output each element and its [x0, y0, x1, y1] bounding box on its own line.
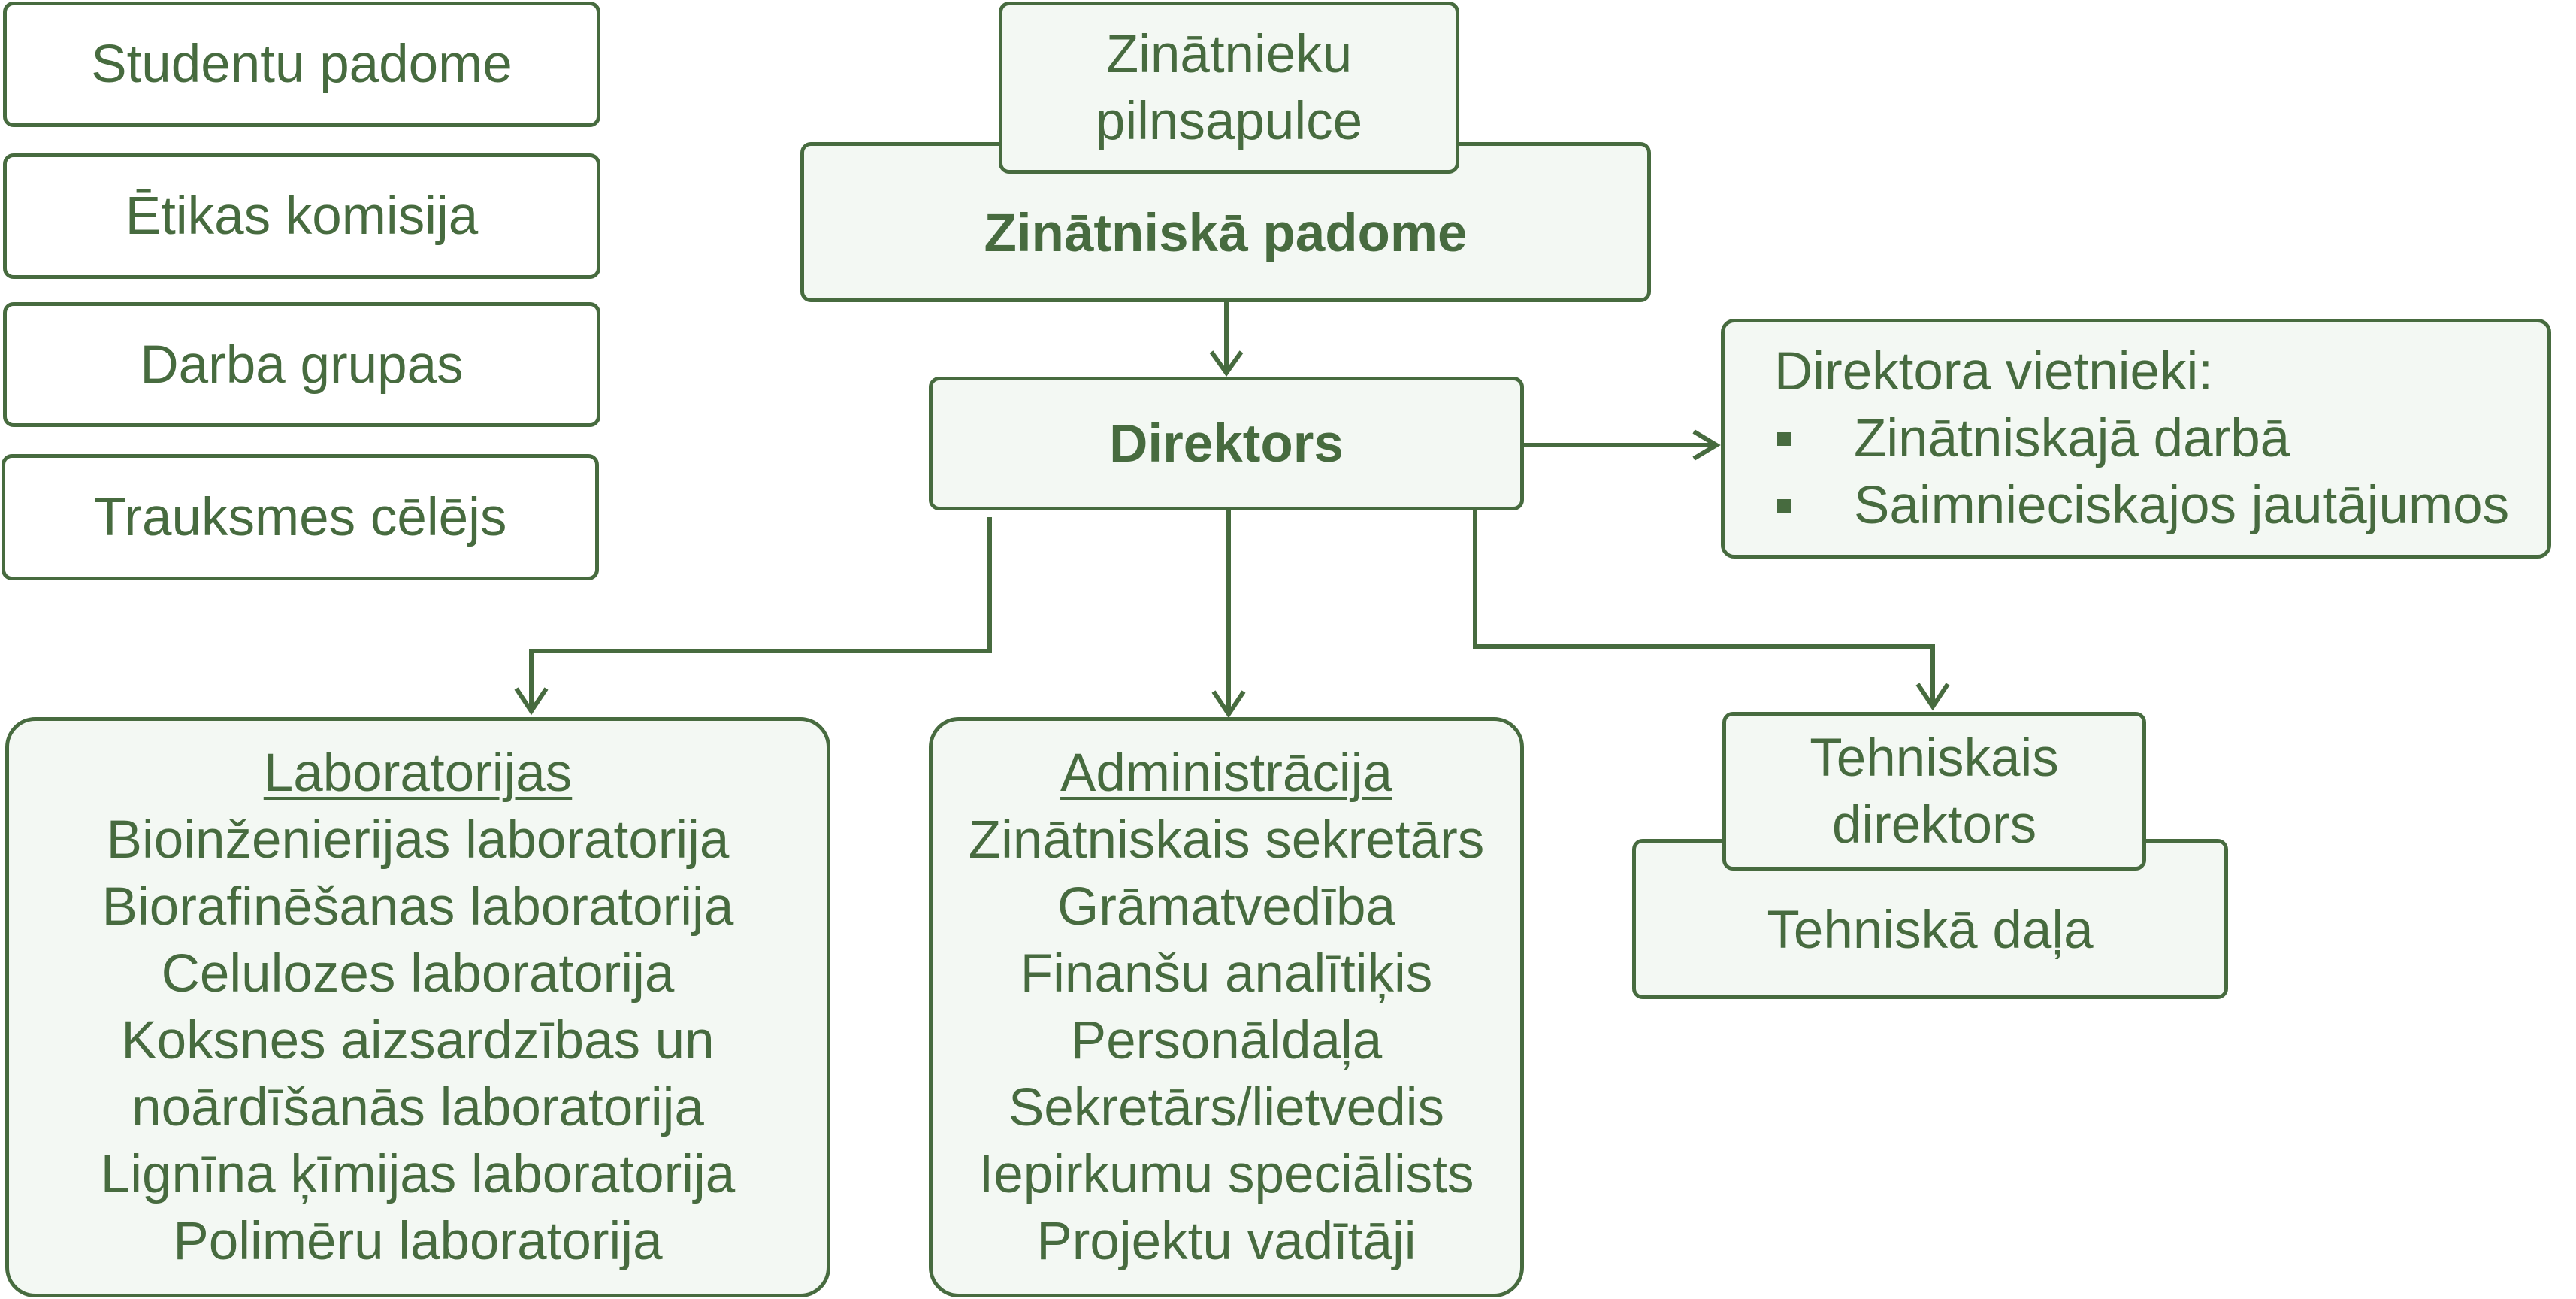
technical-director-line-1: Tehniskais	[1810, 728, 2059, 788]
scientific-council-label: Zinātniskā padome	[984, 204, 1468, 263]
director-label: Direktors	[1109, 413, 1344, 474]
laboratories-title: Laboratorijas	[263, 743, 573, 803]
laboratory-item: Koksnes aizsardzības un	[121, 1011, 715, 1070]
laboratory-item: Polimēru laboratorija	[173, 1212, 663, 1271]
assembly-line-1: Zinātnieku	[1105, 24, 1353, 84]
administration-item: Zinātniskais sekretārs	[968, 810, 1485, 870]
administration-title: Administrācija	[1060, 743, 1392, 803]
laboratory-item: Biorafinēšanas laboratorija	[101, 877, 734, 937]
side-box-label: Darba grupas	[140, 335, 464, 395]
assembly-line-2: pilnsapulce	[1095, 91, 1363, 151]
technical-department-label: Tehniskā daļa	[1767, 901, 2094, 960]
arrow-director-technical	[1473, 510, 1935, 707]
side-box-whistleblower[interactable]: Trauksmes cēlējs	[2, 454, 599, 580]
administration-box[interactable]: Administrācija Zinātniskais sekretārs Gr…	[929, 717, 1524, 1297]
deputy-item: Saimnieciskajos jautājumos	[1774, 472, 2509, 539]
scientists-assembly-box[interactable]: Zinātnieku pilnsapulce	[999, 2, 1459, 174]
administration-item: Grāmatvedība	[1057, 877, 1395, 937]
deputies-title: Direktora vietnieki:	[1774, 342, 2213, 401]
bullet-square-icon	[1777, 498, 1791, 513]
side-box-label: Studentu padome	[91, 35, 512, 94]
laboratories-box[interactable]: Laboratorijas Bioinženierijas laboratori…	[5, 717, 830, 1297]
side-box-work-groups[interactable]: Darba grupas	[3, 302, 600, 427]
laboratory-item: noārdīšanās laboratorija	[132, 1078, 704, 1137]
administration-item: Iepirkumu speciālists	[978, 1145, 1474, 1204]
laboratory-item: Lignīna ķīmijas laboratorija	[100, 1145, 736, 1204]
administration-item: Personāldaļa	[1070, 1011, 1383, 1070]
laboratory-item: Bioinženierijas laboratorija	[106, 810, 730, 870]
deputy-item: Zinātniskajā darbā	[1774, 405, 2290, 472]
director-box[interactable]: Direktors	[929, 377, 1524, 510]
side-box-label: Ētikas komisija	[125, 186, 479, 246]
laboratory-item: Celulozes laboratorija	[161, 944, 675, 1004]
technical-director-box[interactable]: Tehniskais direktors	[1722, 712, 2146, 871]
deputies-box[interactable]: Direktora vietnieki: Zinātniskajā darbā …	[1721, 319, 2551, 559]
technical-director-line-2: direktors	[1831, 795, 2037, 855]
arrow-director-labs	[529, 517, 992, 711]
side-box-student-council[interactable]: Studentu padome	[3, 2, 600, 127]
side-box-ethics-commission[interactable]: Ētikas komisija	[3, 153, 600, 279]
administration-item: Sekretārs/lietvedis	[1008, 1078, 1445, 1137]
administration-item: Projektu vadītāji	[1036, 1212, 1416, 1271]
bullet-square-icon	[1777, 431, 1791, 446]
side-box-label: Trauksmes cēlējs	[93, 487, 507, 547]
administration-item: Finanšu analītiķis	[1020, 944, 1433, 1004]
